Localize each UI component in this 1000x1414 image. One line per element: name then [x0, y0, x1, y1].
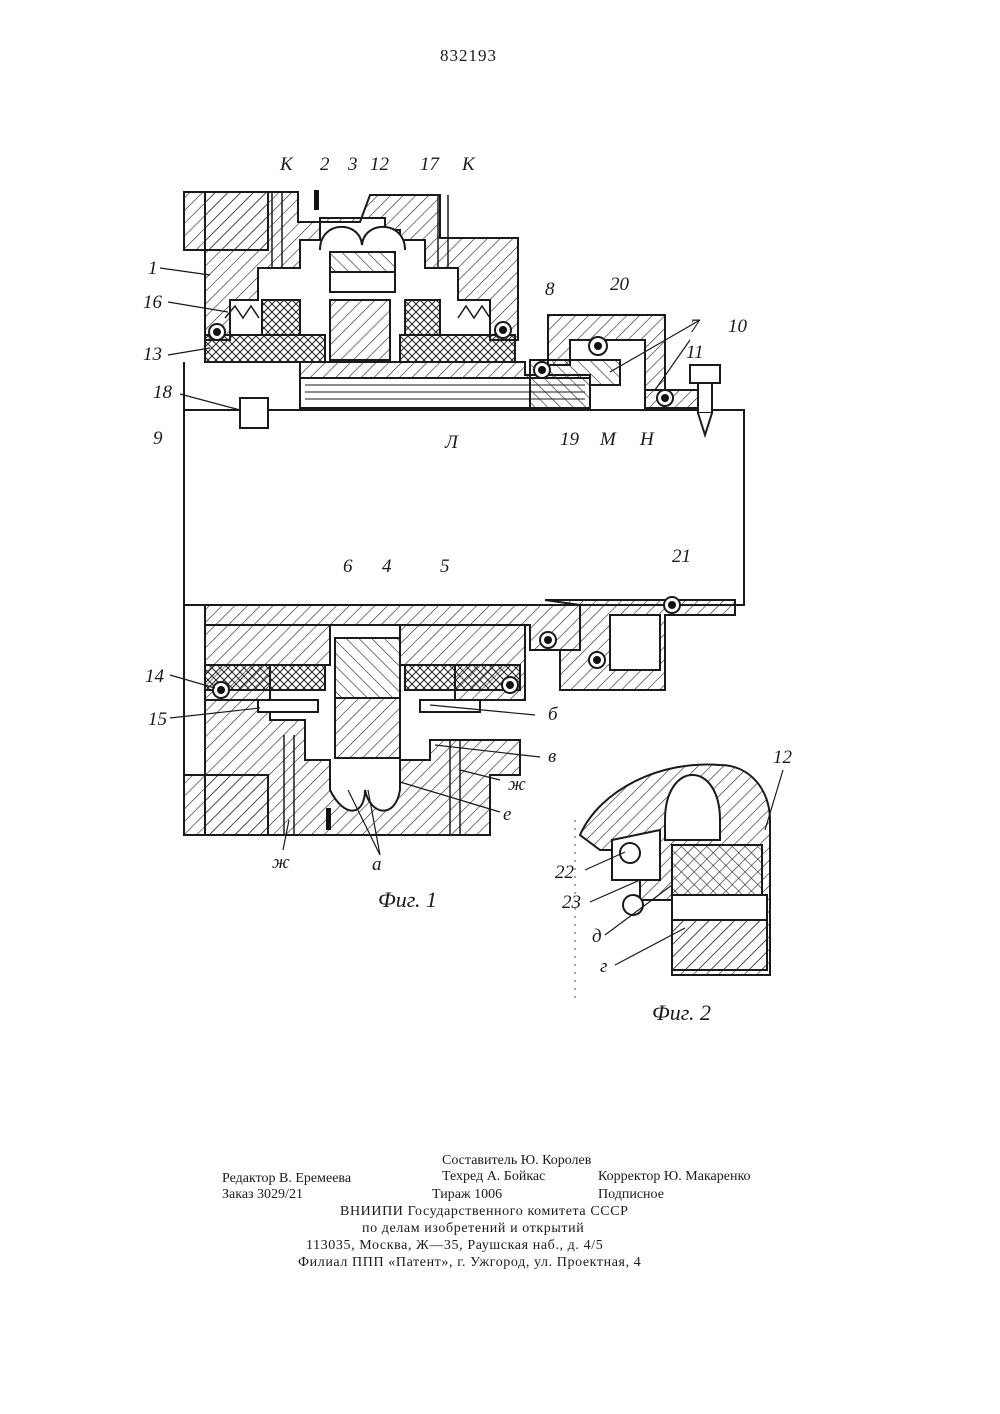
label-zh-left: ж	[272, 852, 290, 873]
imprint-subscription: Подписное	[598, 1186, 664, 1203]
imprint-editor: Редактор В. Еремеева	[222, 1170, 351, 1187]
label-5: 5	[440, 556, 450, 577]
label-16: 16	[143, 292, 163, 313]
fig2-label-12: 12	[773, 747, 793, 768]
label-e: е	[503, 804, 511, 825]
label-20: 20	[610, 274, 630, 295]
imprint-circulation: Тираж 1006	[432, 1186, 502, 1203]
label-12: 12	[370, 154, 390, 175]
label-b: б	[548, 704, 559, 725]
label-9: 9	[153, 428, 163, 449]
fig2-label-23: 23	[562, 892, 581, 913]
label-3: 3	[347, 154, 358, 175]
label-4: 4	[382, 556, 392, 577]
imprint-address: 113035, Москва, Ж—35, Раушская наб., д. …	[306, 1237, 603, 1254]
label-19: 19	[560, 429, 580, 450]
figure-2-caption: Фиг. 2	[652, 1000, 711, 1025]
label-v: в	[548, 746, 556, 767]
label-18: 18	[153, 382, 173, 403]
imprint-techred: Техред А. Бойкас	[442, 1168, 545, 1185]
imprint-org2: по делам изобретений и открытий	[362, 1220, 584, 1237]
label-11: 11	[686, 342, 704, 363]
label-k-right: К	[461, 154, 476, 175]
label-6: 6	[343, 556, 353, 577]
imprint-compiler: Составитель Ю. Королев	[442, 1152, 591, 1169]
imprint-order: Заказ 3029/21	[222, 1186, 303, 1203]
label-k-left: К	[279, 154, 294, 175]
imprint-corrector: Корректор Ю. Макаренко	[598, 1168, 751, 1185]
label-l: Л	[444, 432, 459, 453]
imprint-org1: ВНИИПИ Государственного комитета СССР	[340, 1203, 629, 1220]
fig2-label-d: д	[592, 926, 602, 947]
label-8: 8	[545, 279, 555, 300]
fig2-label-22: 22	[555, 862, 575, 883]
label-1: 1	[148, 258, 158, 279]
figure-1-caption: Фиг. 1	[378, 887, 437, 912]
label-21: 21	[672, 546, 691, 567]
label-15: 15	[148, 709, 167, 730]
label-10: 10	[728, 316, 748, 337]
label-13: 13	[143, 344, 162, 365]
shaft-9	[184, 410, 744, 605]
label-n: Н	[639, 429, 655, 450]
label-zh-right: ж	[508, 774, 526, 795]
imprint-branch: Филиал ППП «Патент», г. Ужгород, ул. Про…	[298, 1254, 641, 1271]
label-7: 7	[690, 316, 701, 337]
label-a: а	[372, 854, 382, 875]
figure-1	[160, 190, 744, 855]
fig2-label-g: г	[600, 956, 607, 977]
label-14: 14	[145, 666, 165, 687]
label-17: 17	[420, 154, 441, 175]
label-m: М	[599, 429, 617, 450]
label-2: 2	[320, 154, 330, 175]
